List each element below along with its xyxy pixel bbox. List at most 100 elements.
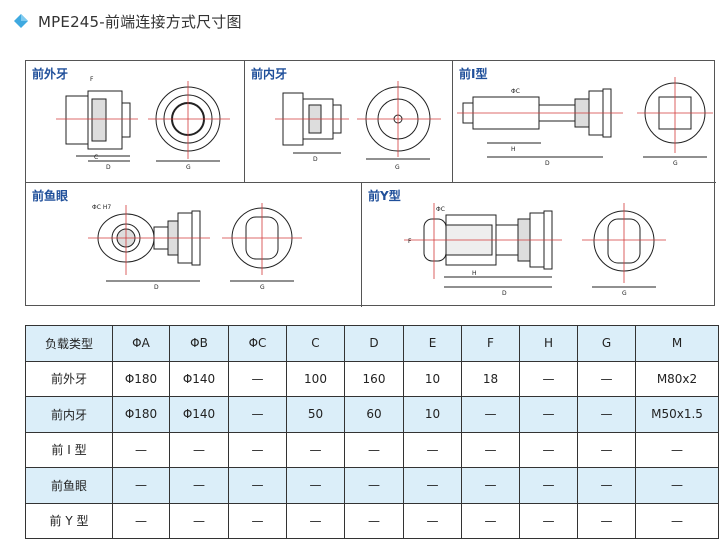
dim-label: D bbox=[545, 160, 550, 167]
table-cell: 前内牙 bbox=[25, 396, 113, 433]
table-header: D bbox=[344, 325, 404, 362]
dim-label: C bbox=[94, 154, 98, 161]
table-cell: M80x2 bbox=[635, 360, 719, 397]
table-cell: — bbox=[461, 431, 520, 468]
table-header: C bbox=[286, 325, 345, 362]
dim-label: F bbox=[90, 76, 94, 83]
table-header: 负载类型 bbox=[25, 325, 113, 362]
table-cell: — bbox=[286, 431, 345, 468]
panel-label: 前鱼眼 bbox=[32, 189, 69, 203]
page-title: MPE245-前端连接方式尺寸图 bbox=[38, 12, 242, 31]
title-row: MPE245-前端连接方式尺寸图 bbox=[14, 10, 242, 32]
table-row: 前外牙 Φ180 Φ140 — 100 160 10 18 — — M80x2 bbox=[25, 360, 719, 397]
dim-label: ΦC H7 bbox=[92, 204, 111, 211]
dim-label: G bbox=[260, 284, 265, 291]
panel-front-external-thread: 前外牙 C D G F bbox=[26, 61, 245, 183]
table-cell: — bbox=[286, 502, 345, 539]
diamond-icon bbox=[14, 14, 28, 28]
table-header-row: 负载类型 ΦA ΦB ΦC C D E F H G M bbox=[25, 325, 719, 362]
table-cell: — bbox=[228, 431, 287, 468]
table-cell: — bbox=[228, 467, 287, 504]
table-cell: 160 bbox=[344, 360, 404, 397]
external-thread-drawing: C D G F bbox=[56, 76, 230, 171]
table-cell: — bbox=[286, 467, 345, 504]
table-cell: — bbox=[461, 502, 520, 539]
dim-label: D bbox=[154, 284, 159, 291]
table-header: E bbox=[403, 325, 462, 362]
table-cell: — bbox=[344, 431, 404, 468]
table-cell: — bbox=[577, 360, 636, 397]
dim-label: G bbox=[673, 160, 678, 167]
table-header: ΦA bbox=[112, 325, 170, 362]
table-cell: — bbox=[344, 467, 404, 504]
table-cell: 50 bbox=[286, 396, 345, 433]
panel-label: 前Y型 bbox=[368, 189, 401, 203]
table-cell: — bbox=[403, 467, 462, 504]
table-header: G bbox=[577, 325, 636, 362]
internal-thread-drawing: D G bbox=[275, 81, 441, 171]
table-cell: — bbox=[403, 431, 462, 468]
panel-front-internal-thread: 前内牙 D G bbox=[245, 61, 453, 183]
panel-label: 前I型 bbox=[459, 67, 488, 81]
dim-label: G bbox=[186, 164, 191, 171]
table-cell: — bbox=[169, 431, 229, 468]
table-cell: — bbox=[519, 502, 578, 539]
table-cell: 10 bbox=[403, 396, 462, 433]
table-cell: — bbox=[169, 502, 229, 539]
dim-label: D bbox=[502, 290, 507, 297]
table-cell: — bbox=[169, 467, 229, 504]
table-header: H bbox=[519, 325, 578, 362]
table-cell: — bbox=[461, 467, 520, 504]
dim-label: G bbox=[622, 290, 627, 297]
table-row: 前内牙 Φ180 Φ140 — 50 60 10 — — — M50x1.5 bbox=[25, 396, 719, 433]
table-cell: Φ180 bbox=[112, 360, 170, 397]
table-cell: — bbox=[519, 431, 578, 468]
panel-front-fisheye: 前鱼眼 ΦC H7 D G bbox=[26, 183, 362, 307]
table-cell: — bbox=[577, 431, 636, 468]
table-cell: — bbox=[112, 467, 170, 504]
y-type-drawing: ΦC H D G F bbox=[404, 203, 666, 297]
dim-label: H bbox=[472, 270, 477, 277]
table-cell: 18 bbox=[461, 360, 520, 397]
table-cell: 前鱼眼 bbox=[25, 467, 113, 504]
table-row: 前鱼眼 — — — — — — — — — — bbox=[25, 467, 719, 504]
table-cell: M50x1.5 bbox=[635, 396, 719, 433]
table-cell: 100 bbox=[286, 360, 345, 397]
dim-label: H bbox=[511, 146, 516, 153]
table-cell: — bbox=[519, 467, 578, 504]
table-cell: — bbox=[635, 431, 719, 468]
table-cell: — bbox=[344, 502, 404, 539]
table-cell: 前 I 型 bbox=[25, 431, 113, 468]
table-cell: Φ140 bbox=[169, 396, 229, 433]
panel-front-y-type: 前Y型 ΦC H bbox=[362, 183, 716, 307]
table-cell: — bbox=[228, 360, 287, 397]
table-cell: — bbox=[577, 502, 636, 539]
table-cell: 10 bbox=[403, 360, 462, 397]
table-header: ΦC bbox=[228, 325, 287, 362]
dim-label: D bbox=[313, 156, 318, 163]
table-header: ΦB bbox=[169, 325, 229, 362]
panel-front-i-type: 前I型 ΦC H D G bbox=[453, 61, 716, 183]
table-cell: — bbox=[577, 396, 636, 433]
panel-label: 前内牙 bbox=[251, 67, 288, 81]
panel-label: 前外牙 bbox=[32, 67, 69, 81]
table-cell: Φ140 bbox=[169, 360, 229, 397]
table-cell: — bbox=[519, 360, 578, 397]
dim-label: F bbox=[408, 238, 412, 245]
table-cell: — bbox=[635, 502, 719, 539]
table-header: F bbox=[461, 325, 520, 362]
table-row: 前 I 型 — — — — — — — — — — bbox=[25, 431, 719, 468]
dim-label: G bbox=[395, 164, 400, 171]
table-cell: — bbox=[403, 502, 462, 539]
table-cell: — bbox=[519, 396, 578, 433]
table-header: M bbox=[635, 325, 719, 362]
dim-label: ΦC bbox=[511, 88, 520, 95]
i-type-drawing: ΦC H D G bbox=[457, 77, 713, 167]
table-cell: — bbox=[228, 502, 287, 539]
dim-label: D bbox=[106, 164, 111, 171]
table-cell: — bbox=[112, 502, 170, 539]
dim-label: ΦC bbox=[436, 206, 445, 213]
drawing-panels: 前外牙 C D G F bbox=[25, 60, 716, 307]
table-cell: Φ180 bbox=[112, 396, 170, 433]
table-cell: — bbox=[577, 467, 636, 504]
